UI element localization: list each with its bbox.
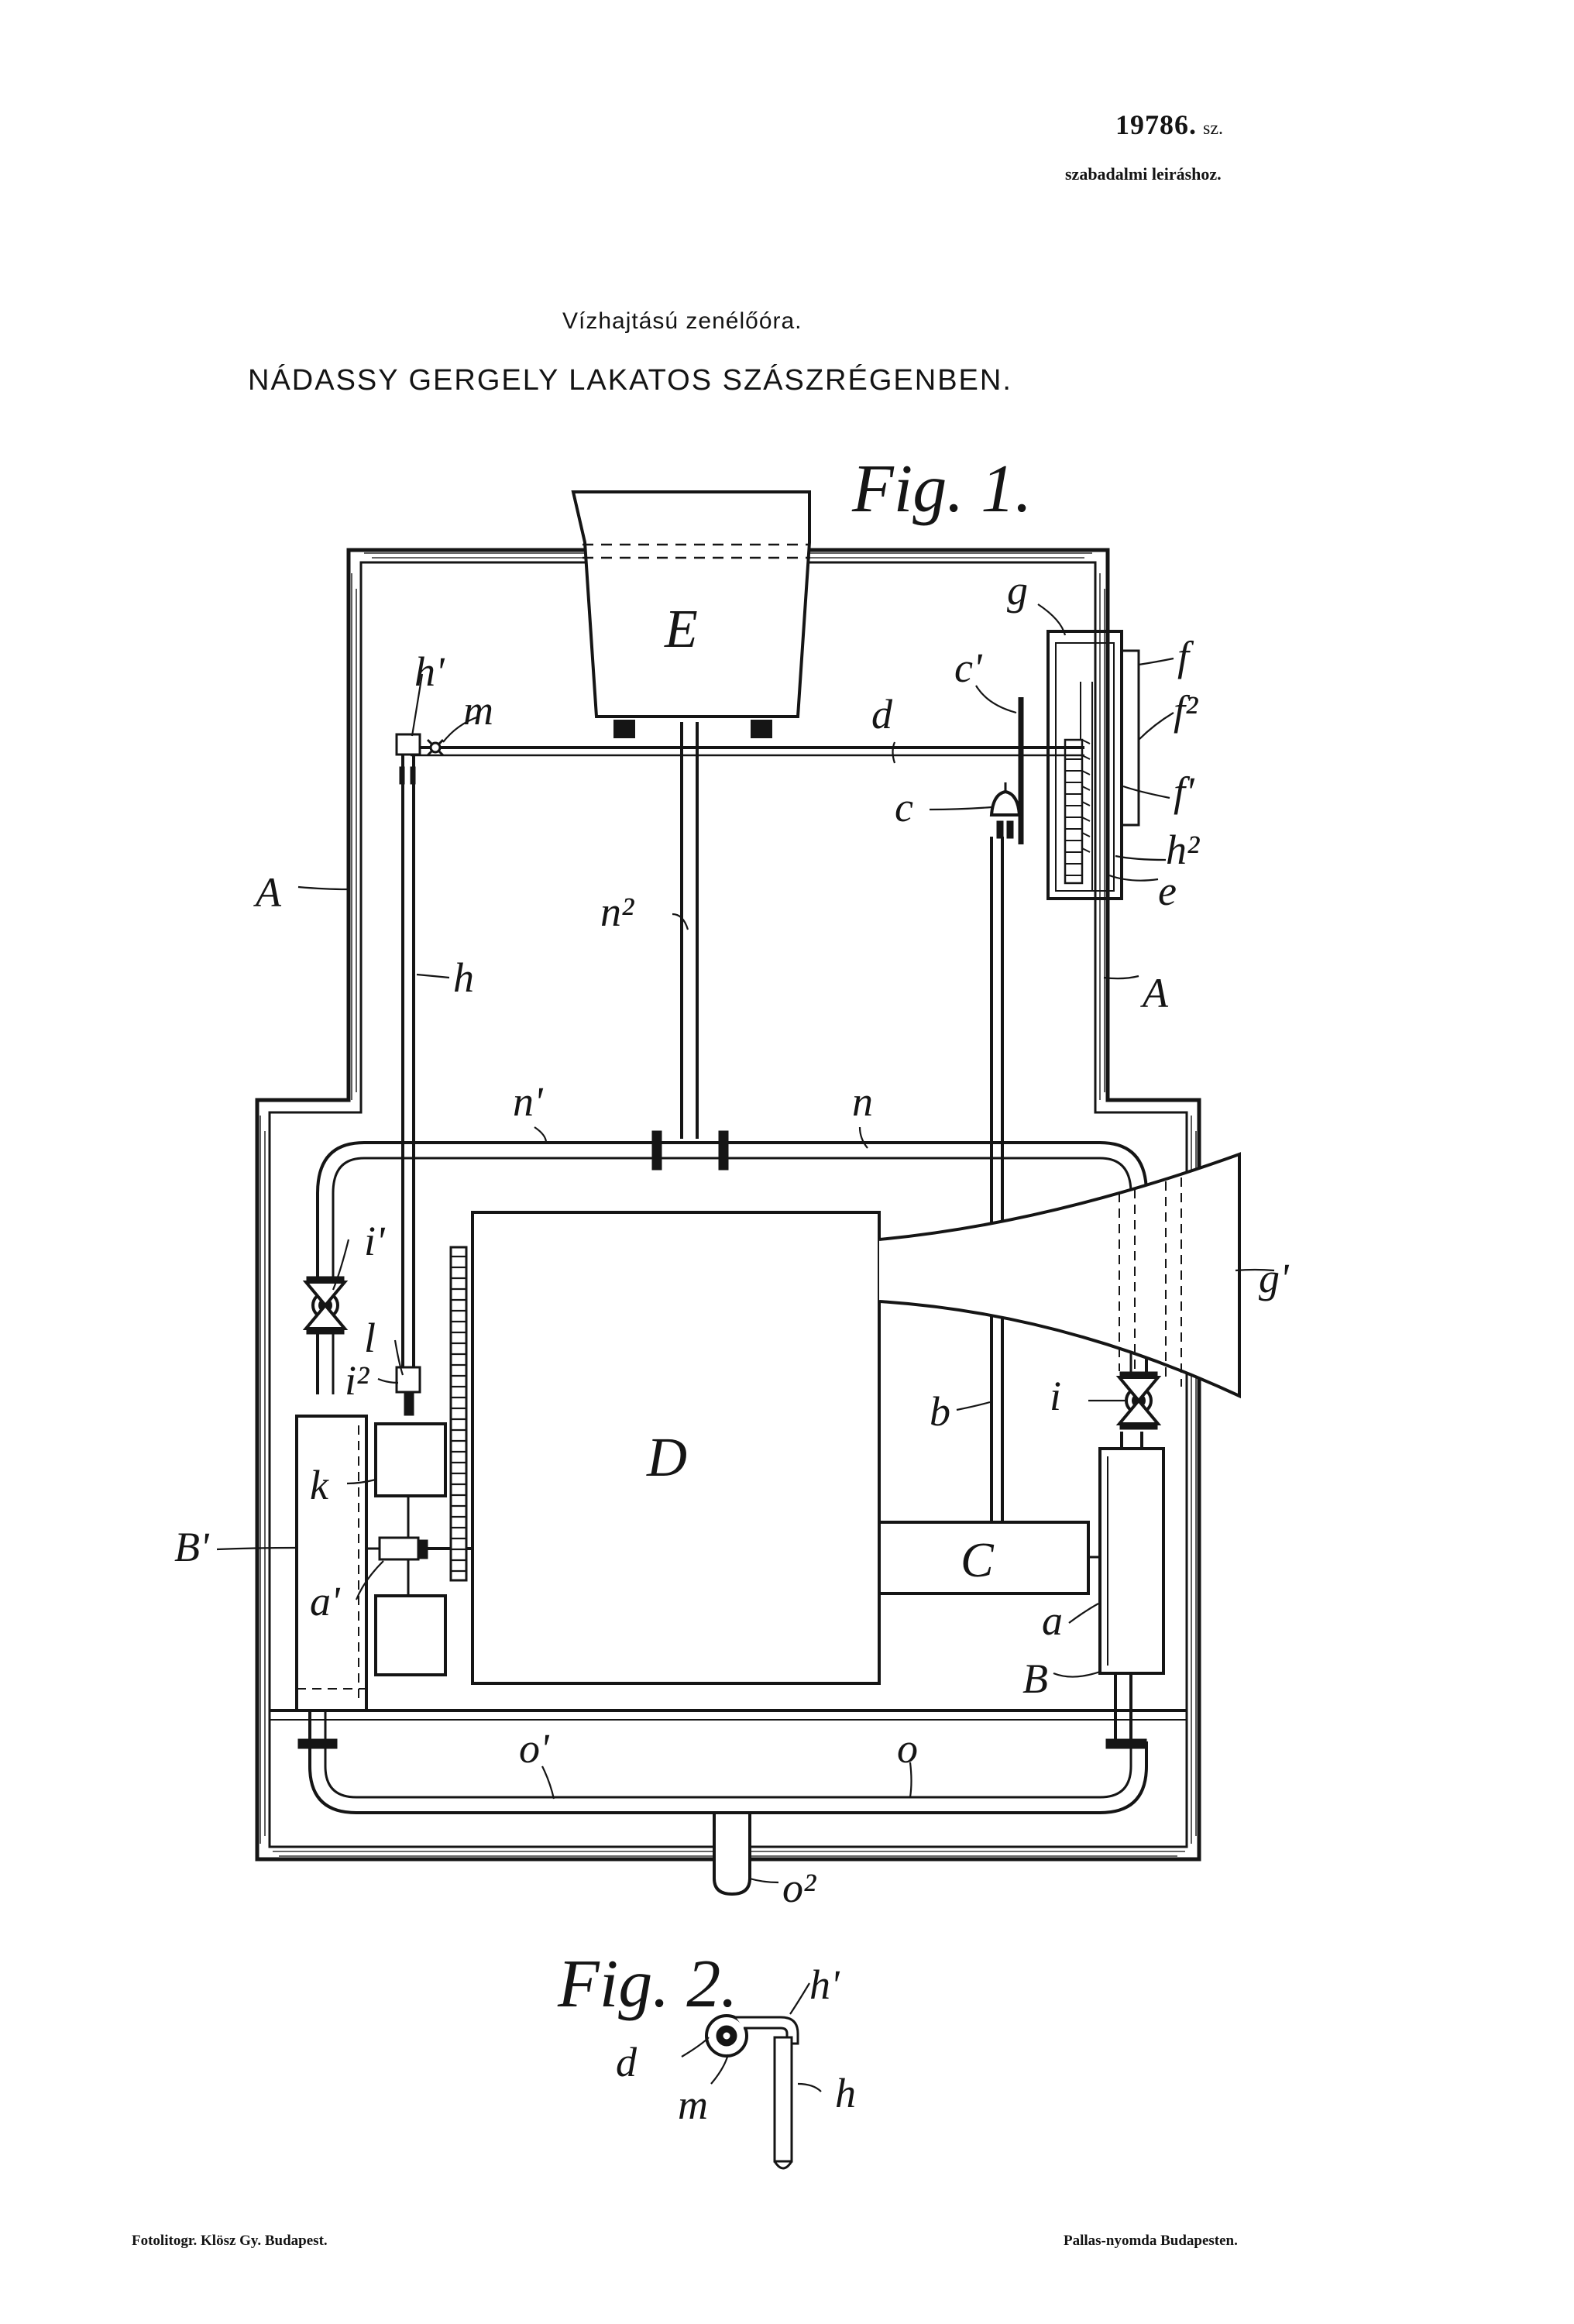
label-o2: o²	[782, 1865, 816, 1911]
label-e: e	[1158, 868, 1177, 914]
drain-flange-left	[297, 1738, 338, 1749]
valve-i	[1115, 1371, 1162, 1430]
label-f: f	[1177, 633, 1194, 679]
valve-i1	[302, 1276, 349, 1335]
label-a: a	[1042, 1597, 1063, 1644]
label-g1: g'	[1259, 1255, 1290, 1301]
flange-left	[651, 1130, 662, 1171]
title-line-2: NÁDASSY GERGELY LAKATOS SZÁSZRÉGENBEN.	[248, 364, 1012, 397]
fig2-label-h: h	[835, 2070, 856, 2116]
supply-pipe-n	[316, 1141, 1148, 1418]
label-b: b	[930, 1388, 950, 1435]
label-o1: o'	[519, 1725, 550, 1772]
label-B: B	[1022, 1655, 1048, 1702]
label-m: m	[463, 687, 493, 734]
label-i1: i'	[364, 1218, 386, 1264]
label-h2: h²	[1166, 827, 1200, 873]
label-k: k	[310, 1462, 329, 1508]
patent-subtitle: szabadalmi leiráshoz.	[1065, 164, 1222, 184]
fig2-rod-h	[773, 2036, 793, 2163]
label-o: o	[897, 1725, 918, 1772]
outlet-o2	[713, 1814, 751, 1896]
gear-teeth-clockwork	[1065, 739, 1091, 876]
fig2-label-h1: h'	[809, 1961, 840, 2008]
gear-stack-e	[1064, 738, 1084, 885]
label-E: E	[664, 600, 698, 659]
horn-g1	[878, 1152, 1241, 1399]
gear-rack	[449, 1246, 468, 1582]
crank-h1	[395, 733, 421, 756]
label-n1: n'	[513, 1078, 544, 1125]
drain-pipe-o	[308, 1710, 1148, 1814]
spring-barrel-f	[1120, 649, 1140, 827]
label-h1: h'	[414, 648, 445, 695]
footer-left: Fotolitogr. Klösz Gy. Budapest.	[132, 2233, 328, 2249]
cylinder-B1	[295, 1415, 368, 1712]
label-i2: i²	[345, 1357, 369, 1404]
label-c1: c'	[954, 645, 983, 691]
fig2-title: Fig. 2.	[557, 1947, 737, 2022]
drain-flange-right	[1105, 1738, 1147, 1749]
label-f2: f²	[1174, 687, 1198, 734]
tank-support-left	[613, 720, 635, 738]
label-n2: n²	[600, 889, 634, 935]
label-B1: B'	[174, 1524, 210, 1570]
label-A-right: A	[1140, 970, 1169, 1016]
label-i: i	[1050, 1373, 1061, 1419]
fig2-detail	[681, 1982, 822, 2170]
block-C	[878, 1521, 1090, 1595]
label-c: c	[895, 784, 913, 830]
bell-c	[989, 789, 1022, 816]
housing-outer-wall	[255, 548, 1201, 1862]
housing-inner-wall	[268, 561, 1188, 1848]
leader-lines	[216, 603, 1275, 1884]
label-n: n	[852, 1078, 873, 1125]
flange-right	[718, 1130, 729, 1171]
label-g: g	[1007, 567, 1028, 614]
label-A-left: A	[253, 869, 282, 916]
label-h: h	[453, 954, 474, 1001]
coupler-a1	[378, 1536, 420, 1561]
water-tank-E	[571, 490, 811, 718]
piston-k-lower	[374, 1594, 447, 1676]
patent-number-line: 19786. sz.	[1115, 108, 1223, 141]
valve-i2	[395, 1366, 421, 1394]
label-C: C	[961, 1532, 995, 1587]
music-box-D	[471, 1211, 881, 1685]
label-a1: a'	[310, 1578, 341, 1624]
fig1-title: Fig. 1.	[851, 452, 1032, 527]
clockwork-housing	[1046, 630, 1123, 900]
label-d: d	[871, 691, 893, 737]
label-l: l	[364, 1315, 376, 1361]
patent-number: 19786.	[1115, 109, 1197, 140]
label-D: D	[646, 1426, 687, 1488]
cylinder-B	[1098, 1447, 1165, 1675]
footer-right: Pallas-nyomda Budapesten.	[1064, 2233, 1238, 2249]
label-f1: f'	[1174, 768, 1195, 815]
gear-rack-teeth	[451, 1255, 466, 1573]
patent-number-suffix: sz.	[1203, 119, 1223, 139]
fig2-label-d: d	[616, 2039, 638, 2085]
piston-k-upper	[374, 1422, 447, 1497]
pin-m	[426, 738, 445, 757]
tank-support-right	[751, 720, 772, 738]
fig2-label-m: m	[678, 2082, 708, 2128]
title-line-1: Vízhajtású zenélőóra.	[562, 308, 802, 334]
